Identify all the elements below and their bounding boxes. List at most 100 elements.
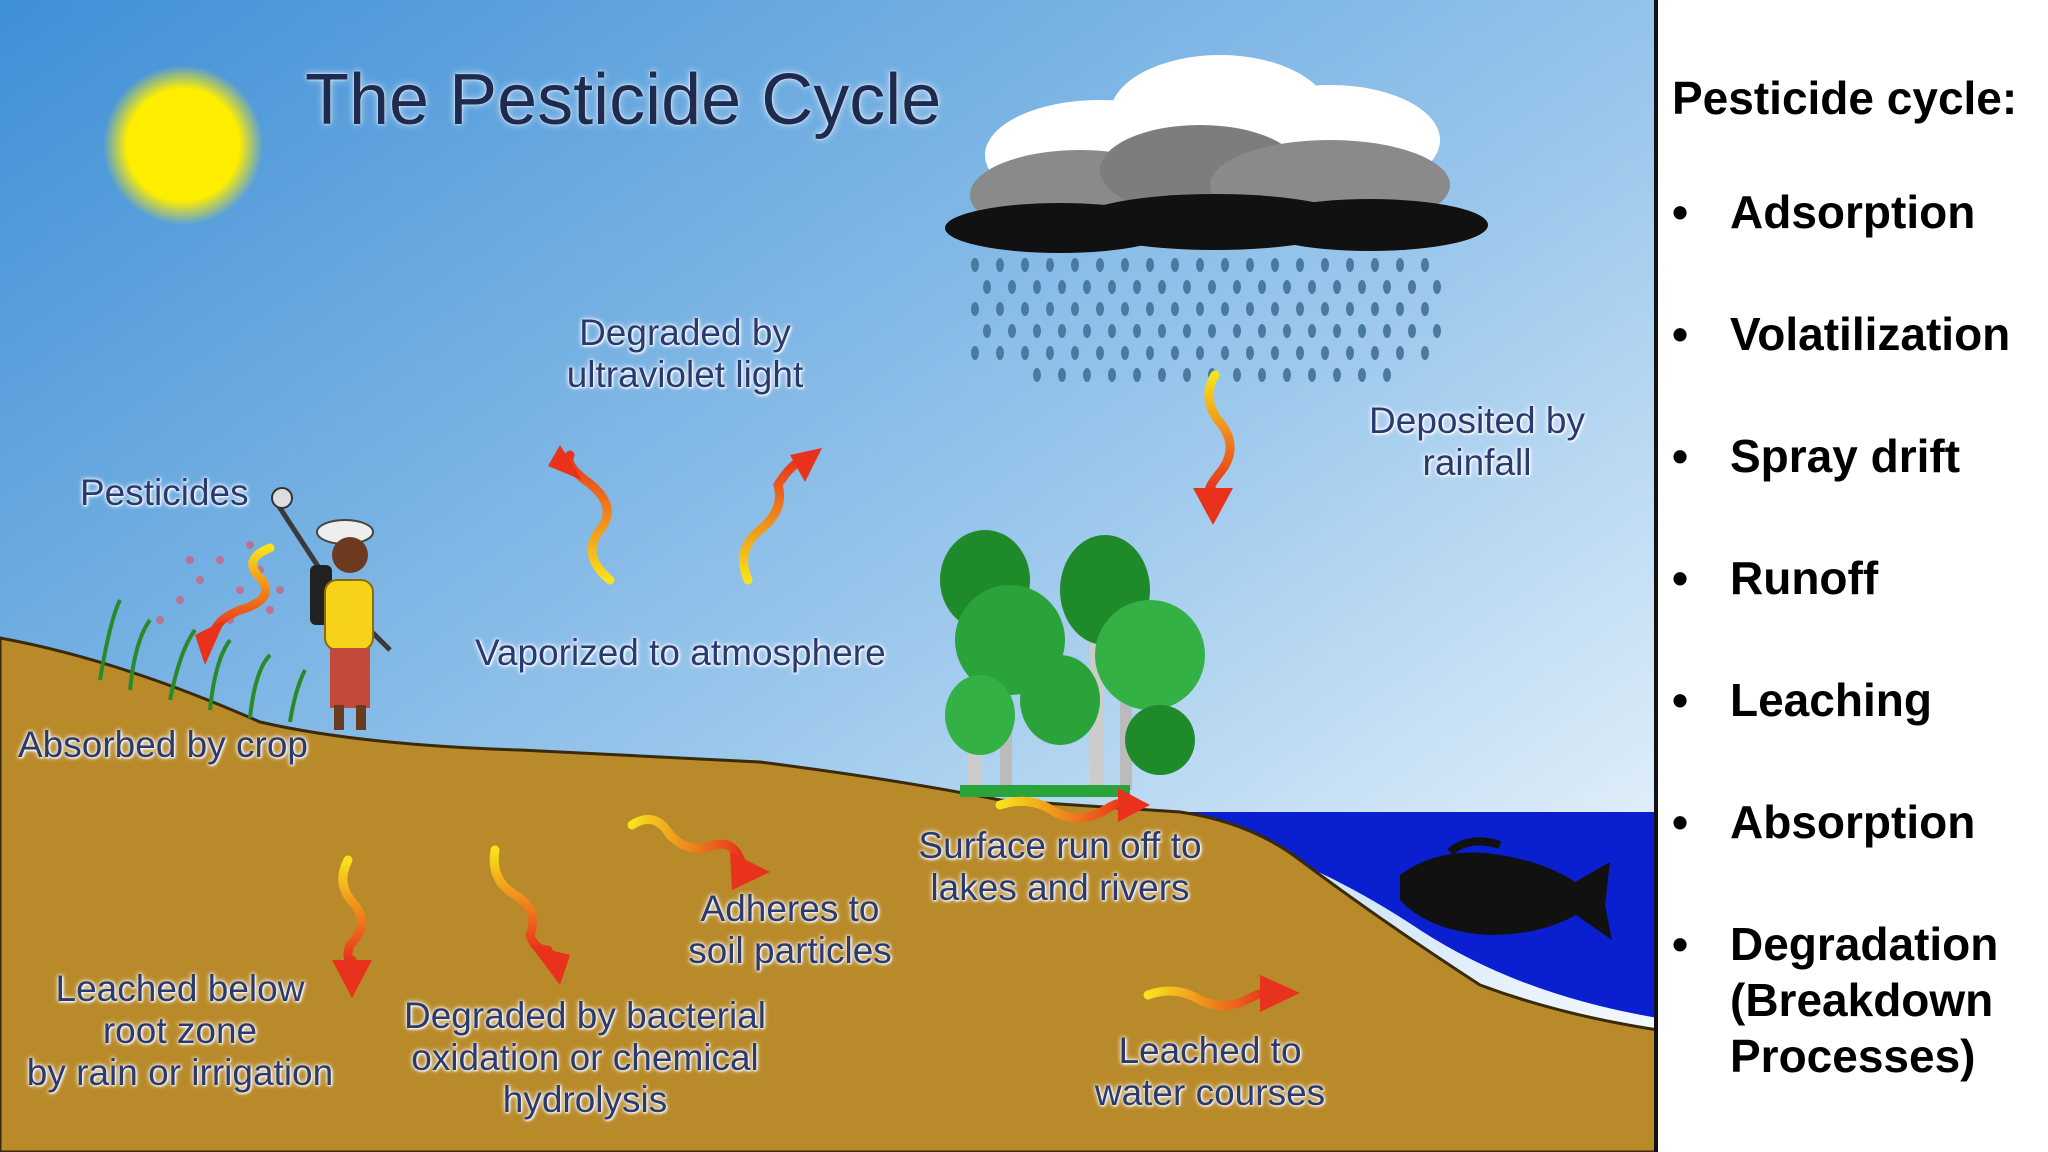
- raindrop: [1033, 324, 1041, 338]
- label-water-line1: Leached to: [1118, 1030, 1302, 1071]
- raindrop: [1121, 346, 1129, 360]
- raindrop: [1121, 302, 1129, 316]
- label-runoff-line1: Surface run off to: [918, 825, 1202, 866]
- raindrop: [1333, 324, 1341, 338]
- raindrop: [1021, 346, 1029, 360]
- raindrop: [971, 302, 979, 316]
- raindrop: [1008, 324, 1016, 338]
- raindrop: [1308, 280, 1316, 294]
- raindrop: [1083, 280, 1091, 294]
- raindrop: [1221, 258, 1229, 272]
- raindrop: [1308, 324, 1316, 338]
- raindrop: [1071, 258, 1079, 272]
- raindrop: [1171, 346, 1179, 360]
- raindrop: [1383, 280, 1391, 294]
- raindrop: [1396, 346, 1404, 360]
- label-uv: Degraded by ultraviolet light: [555, 312, 815, 396]
- raindrop: [1196, 346, 1204, 360]
- raindrop: [996, 346, 1004, 360]
- pesticide-cycle-diagram: The Pesticide Cycle Pesticides Degraded …: [0, 0, 1658, 1152]
- raindrop: [1196, 258, 1204, 272]
- raindrop: [1346, 302, 1354, 316]
- raindrop: [1158, 324, 1166, 338]
- raindrop: [1183, 280, 1191, 294]
- crop-plants: [98, 541, 307, 723]
- raindrop: [983, 324, 991, 338]
- raindrop: [1058, 280, 1066, 294]
- raindrop: [996, 302, 1004, 316]
- arrow-uv-right: [739, 448, 822, 585]
- list-item-volatilization: Volatilization: [1672, 306, 2042, 362]
- raindrop: [983, 280, 991, 294]
- raindrop: [1008, 280, 1016, 294]
- raindrop: [1271, 258, 1279, 272]
- raindrop: [1046, 346, 1054, 360]
- raindrop: [1058, 324, 1066, 338]
- raindrop: [1271, 302, 1279, 316]
- raindrop: [1183, 324, 1191, 338]
- raindrop: [1133, 324, 1141, 338]
- raindrop: [1046, 302, 1054, 316]
- raindrop: [1246, 258, 1254, 272]
- raindrop: [971, 346, 979, 360]
- raindrop: [1283, 280, 1291, 294]
- raindrop: [1358, 368, 1366, 382]
- raindrop: [1246, 302, 1254, 316]
- raindrop: [1146, 346, 1154, 360]
- raindrop: [1033, 280, 1041, 294]
- label-leached-line3: by rain or irrigation: [26, 1052, 334, 1093]
- raindrop: [1371, 346, 1379, 360]
- raindrop: [1346, 258, 1354, 272]
- panel-title: Pesticide cycle:: [1672, 72, 2018, 124]
- raindrop: [1258, 280, 1266, 294]
- raindrop: [1071, 302, 1079, 316]
- arrow-uv-left: [548, 445, 615, 585]
- label-bacterial: Degraded by bacterial oxidation or chemi…: [385, 995, 785, 1121]
- raindrop: [1346, 346, 1354, 360]
- raindrop: [1258, 324, 1266, 338]
- farmer-spraying-icon: [271, 487, 392, 730]
- raindrop: [1433, 280, 1441, 294]
- raindrop: [1171, 258, 1179, 272]
- label-runoff: Surface run off to lakes and rivers: [900, 825, 1220, 909]
- label-water-courses: Leached to water courses: [1080, 1030, 1340, 1114]
- raindrop: [1096, 302, 1104, 316]
- label-runoff-line2: lakes and rivers: [930, 867, 1190, 908]
- raindrop: [1333, 280, 1341, 294]
- diagram-illustration: [0, 0, 1654, 1152]
- label-bacterial-line3: hydrolysis: [502, 1079, 668, 1120]
- arrow-leached-root: [332, 855, 372, 998]
- raindrop: [1408, 280, 1416, 294]
- diagram-title: The Pesticide Cycle: [305, 60, 942, 140]
- raindrop: [1308, 368, 1316, 382]
- label-bacterial-line1: Degraded by bacterial: [404, 995, 766, 1036]
- raindrop: [1358, 324, 1366, 338]
- raindrops: [971, 258, 1441, 382]
- raindrop: [1221, 346, 1229, 360]
- raindrop: [1321, 258, 1329, 272]
- raindrop: [1071, 346, 1079, 360]
- arrow-bacterial: [489, 845, 570, 985]
- raindrop: [1408, 324, 1416, 338]
- label-vaporized: Vaporized to atmosphere: [475, 632, 886, 673]
- list-item-leaching: Leaching: [1672, 672, 2042, 728]
- raindrop: [1421, 346, 1429, 360]
- label-water-line2: water courses: [1094, 1072, 1326, 1113]
- sun-icon: [103, 65, 263, 225]
- raindrop: [1146, 302, 1154, 316]
- raindrop: [1358, 280, 1366, 294]
- raindrop: [1208, 324, 1216, 338]
- rain-cloud-icon: [945, 55, 1488, 253]
- raindrop: [971, 258, 979, 272]
- arrow-rainfall-down: [1193, 370, 1235, 525]
- label-adheres-line2: soil particles: [688, 930, 892, 971]
- raindrop: [1283, 368, 1291, 382]
- arrow-absorbed-crop: [195, 543, 275, 665]
- arrow-runoff: [995, 788, 1150, 823]
- raindrop: [1146, 258, 1154, 272]
- raindrop: [1371, 258, 1379, 272]
- raindrop: [1258, 368, 1266, 382]
- arrow-adheres: [627, 814, 770, 890]
- label-pesticides: Pesticides: [80, 472, 249, 513]
- raindrop: [1196, 302, 1204, 316]
